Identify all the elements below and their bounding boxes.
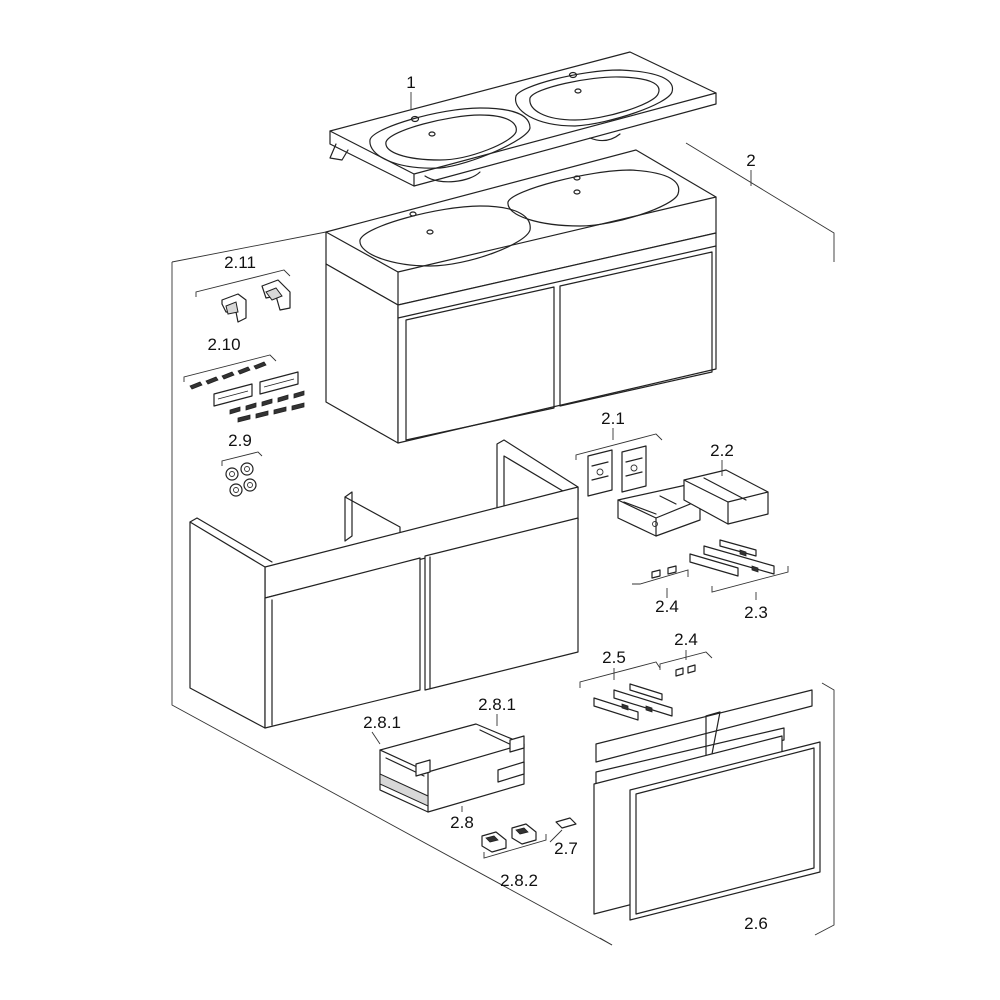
leader-lines <box>371 92 757 843</box>
part-2-8-2-front-clips <box>481 823 547 859</box>
part-2-5-drawer-runners <box>579 661 673 721</box>
assembly-frame-2 <box>171 142 835 946</box>
label-2-4-upper: 2.4 <box>655 597 679 616</box>
part-2-3-drawer-runners <box>689 539 789 593</box>
part-2-10-fixing-set <box>183 354 305 423</box>
label-2-11: 2.11 <box>224 253 256 272</box>
label-2-8-2: 2.8.2 <box>500 871 538 890</box>
label-2-8-1-right: 2.8.1 <box>478 695 516 714</box>
label-2-4-lower: 2.4 <box>674 630 698 649</box>
part-2-assembled-vanity <box>325 149 717 444</box>
label-2-6: 2.6 <box>744 914 768 933</box>
part-2-1-connector-plates <box>575 433 663 497</box>
part-2-9-covers <box>221 451 263 497</box>
label-2: 2 <box>746 151 755 170</box>
label-2-1: 2.1 <box>601 409 625 428</box>
part-2-6-front-panels <box>593 689 821 921</box>
label-1: 1 <box>406 73 415 92</box>
label-2-8-1-left: 2.8.1 <box>363 713 401 732</box>
label-2-10: 2.10 <box>207 335 240 354</box>
part-1-double-washbasin <box>329 51 717 187</box>
label-2-3: 2.3 <box>744 603 768 622</box>
part-2-4-stops-upper <box>632 565 689 585</box>
part-2-8-drawer <box>379 723 525 813</box>
label-2-5: 2.5 <box>602 648 626 667</box>
part-2-11-wall-brackets <box>195 269 291 323</box>
label-2-2: 2.2 <box>710 441 734 460</box>
part-2-2-drawer-inserts <box>617 469 769 537</box>
label-2-8: 2.8 <box>450 813 474 832</box>
part-2-4-stops-lower <box>659 651 713 677</box>
label-2-9: 2.9 <box>228 431 252 450</box>
part-labels: 1 2 2.1 2.2 2.3 2.4 2.4 2.5 2.6 2.7 2.8 … <box>207 73 767 933</box>
label-2-7: 2.7 <box>554 839 578 858</box>
cabinet-carcass <box>189 439 579 729</box>
part-2-7-stop-clip <box>555 817 577 829</box>
